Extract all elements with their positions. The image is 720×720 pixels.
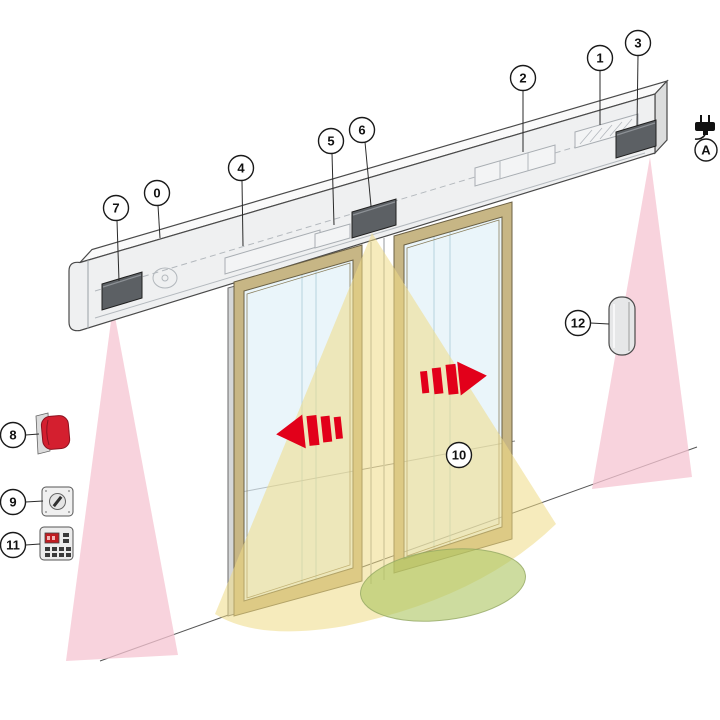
callout-5-label: 5 (327, 134, 334, 149)
right-arrow-stripe (445, 363, 459, 395)
right-door-arrow (420, 361, 487, 396)
right-arrow-head (457, 361, 487, 396)
door-travel-arrows (276, 361, 487, 449)
callout-0-label: 0 (153, 186, 160, 201)
control-unit-hatch (579, 118, 633, 145)
program-switch-keypad (39, 526, 74, 561)
belt-lock-module (314, 223, 351, 249)
callout-6-label: 6 (358, 123, 365, 138)
keypad-buttons (45, 533, 71, 557)
callout-12: 12 (564, 309, 610, 337)
callout-3: 3 (624, 29, 652, 127)
right-detection-zone (592, 157, 692, 489)
callout-7: 7 (102, 194, 130, 282)
callout-4-label: 4 (237, 161, 245, 176)
beam-right-end-cap (654, 79, 668, 155)
callout-10-label: 10 (452, 448, 466, 463)
right-arrow-stripe (431, 367, 444, 395)
emergency-button (35, 412, 71, 455)
left-arrow-head (276, 414, 306, 449)
callout-5: 5 (317, 127, 345, 226)
callout-8-label: 8 (9, 428, 16, 443)
right-end-sensor-highlight (616, 122, 656, 136)
callout-9-label: 9 (9, 495, 16, 510)
emergency-button-curve (46, 419, 50, 446)
left-arrow-stripe (320, 415, 333, 443)
center-sensor-highlight (352, 201, 396, 216)
emergency-button-cap (40, 415, 71, 450)
radar-sensor-body (608, 296, 636, 356)
callout-7-label: 7 (112, 201, 119, 216)
callout-A: A (694, 138, 718, 162)
display-digit (47, 536, 50, 540)
power-plug-icon (694, 115, 715, 140)
callout-2-label: 2 (519, 71, 526, 86)
right-arrow-stripe (420, 370, 430, 394)
callout-10: 10 (445, 441, 473, 469)
presence-sensor-cone (215, 233, 556, 632)
callout-A-label: A (701, 143, 711, 158)
callout-1: 1 (586, 44, 614, 125)
callout-0: 0 (143, 179, 171, 239)
plug-body (695, 122, 715, 131)
plug-neck (703, 131, 708, 135)
callout-9: 9 (0, 488, 44, 516)
callout-3-label: 3 (634, 36, 641, 51)
callout-4: 4 (227, 154, 255, 247)
wall-radar-sensor (608, 296, 636, 356)
callout-1-label: 1 (596, 51, 603, 66)
left-door-arrow (276, 414, 343, 449)
plug-cable (694, 134, 706, 140)
display-digit (52, 536, 55, 540)
left-end-sensor-highlight (102, 274, 142, 288)
key-switch-screws (45, 490, 70, 513)
left-arrow-stripe (306, 415, 320, 446)
callout-12-label: 12 (571, 316, 585, 331)
key-slot (52, 495, 63, 508)
left-detection-zone (66, 306, 178, 661)
callout-11-label: 11 (6, 538, 20, 553)
callout-8: 8 (0, 421, 40, 449)
right-end-sensor (615, 119, 657, 159)
callout-11: 11 (0, 531, 41, 559)
beam-sensors (101, 119, 657, 311)
drive-unit-beam (68, 79, 669, 332)
callout-6: 6 (348, 116, 376, 207)
key-switch (41, 486, 74, 517)
beam-internal-mechanism (94, 113, 646, 319)
belt-pulley (152, 267, 178, 289)
drive-motor (474, 144, 556, 187)
center-presence-sensor (351, 198, 397, 239)
floor-detection-field (360, 548, 526, 622)
left-end-sensor (101, 271, 143, 311)
callout-2: 2 (509, 64, 537, 152)
left-arrow-stripe (333, 416, 343, 440)
